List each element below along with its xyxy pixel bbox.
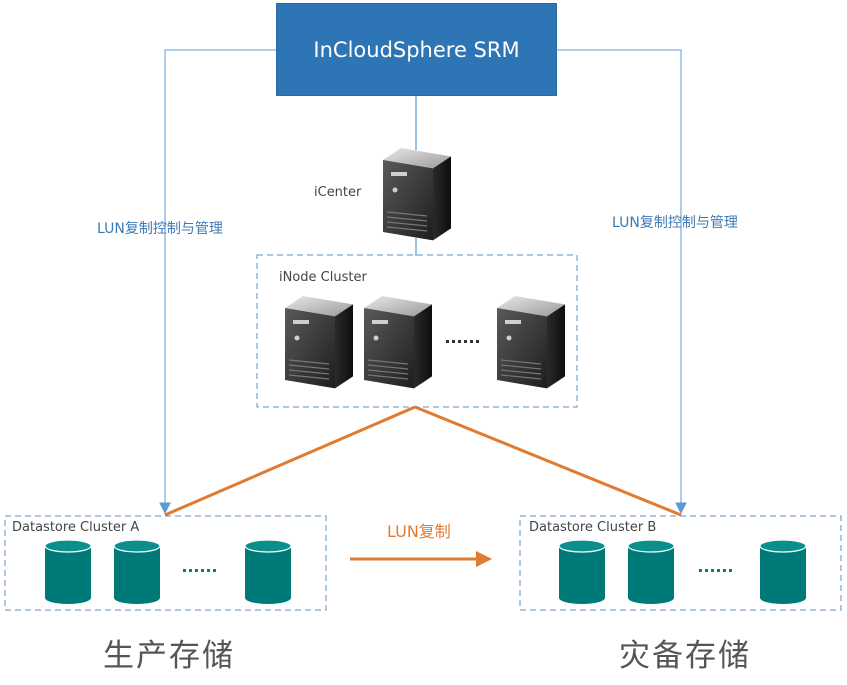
cluster-a-disk-2-icon xyxy=(113,539,161,604)
right-control-connector xyxy=(557,49,687,515)
cluster-a-disk-1-icon xyxy=(44,539,92,604)
icenter-server-icon xyxy=(383,148,451,241)
cluster-to-b-line xyxy=(414,405,682,517)
production-storage-label: 生产存储 xyxy=(103,638,235,674)
cluster-a-disk-3-icon xyxy=(244,539,292,604)
cluster-a-ellipsis-dots xyxy=(183,569,216,572)
srm-title: InCloudSphere SRM xyxy=(313,37,520,62)
inode-cluster-label: iNode Cluster xyxy=(279,270,367,285)
cluster-b-ellipsis-dots xyxy=(699,569,732,572)
inode-server-2-icon xyxy=(364,296,432,389)
icenter-label: iCenter xyxy=(314,185,362,200)
left-control-connector xyxy=(159,49,276,515)
cluster-b-box xyxy=(519,515,842,611)
cluster-b-disk-1-icon xyxy=(558,539,606,604)
cluster-b-disk-2-icon xyxy=(627,539,675,604)
replication-arrow xyxy=(350,551,492,567)
cluster-b-disk-3-icon xyxy=(759,539,807,604)
inode-ellipsis-dots xyxy=(446,340,479,343)
replication-label: LUN复制 xyxy=(387,522,451,541)
inode-server-3-icon xyxy=(497,296,565,389)
cluster-b-label: Datastore Cluster B xyxy=(529,520,657,535)
inode-cluster-box xyxy=(256,254,578,408)
cluster-a-label: Datastore Cluster A xyxy=(12,520,140,535)
srm-box: InCloudSphere SRM xyxy=(276,3,557,96)
cluster-a-box xyxy=(4,515,327,611)
right-control-label: LUN复制控制与管理 xyxy=(612,215,738,231)
backup-storage-label: 灾备存储 xyxy=(619,638,751,674)
cluster-to-a-line xyxy=(164,405,416,517)
left-control-label: LUN复制控制与管理 xyxy=(97,221,223,237)
inode-server-1-icon xyxy=(285,296,353,389)
